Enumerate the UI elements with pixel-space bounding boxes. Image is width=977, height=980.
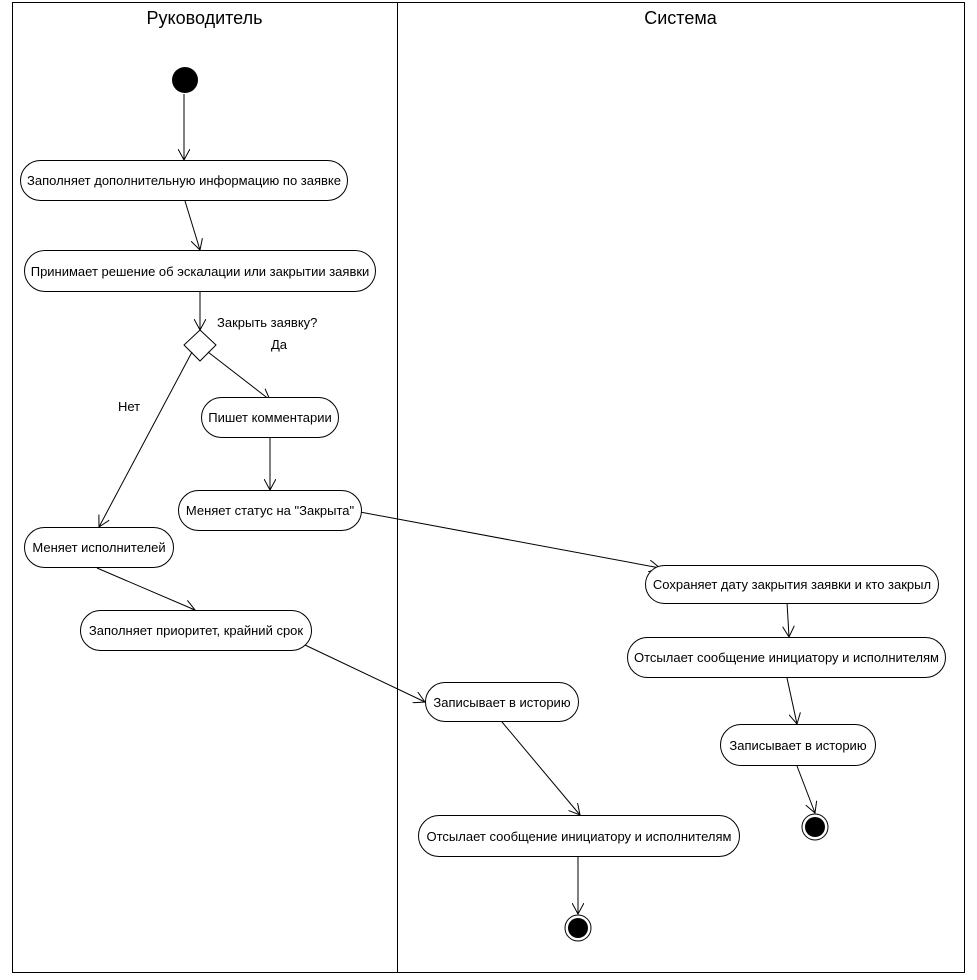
swimlane-manager [12,2,398,973]
lane-title-manager: Руководитель [146,8,263,28]
final-node-left [564,914,592,942]
flow-history-right-to-final [796,765,815,813]
decision-no-label: Нет [118,399,141,414]
activity-decide: Принимает решение об эскалации или закры… [24,250,376,292]
lane-title-system: Система [644,8,717,28]
activity-write-comment: Пишет комментарии [201,397,339,438]
activity-set-status-closed: Меняет статус на "Закрыта" [178,490,362,531]
initial-node [172,67,198,93]
activity-fill-info: Заполняет дополнительную информацию по з… [20,160,348,201]
flow-decision-yes [207,351,270,400]
activity-fill-priority: Заполняет приоритет, крайний срок [80,610,312,651]
final-node-right [801,813,829,841]
flow-fill-info-to-decide [184,200,200,250]
activity-save-close-date: Сохраняет дату закрытия заявки и кто зак… [645,565,939,604]
flow-save-date-to-message-right [787,601,789,637]
flow-executors-to-priority [96,567,195,610]
flow-priority-to-history-mid [304,644,425,702]
activity-send-message-mid: Отсылает сообщение инициатору и исполнит… [418,815,740,857]
activity-log-history-mid: Записывает в историю [425,682,579,722]
swimlane-system [397,2,965,973]
activity-send-message-right: Отсылает сообщение инициатору и исполнит… [627,637,946,678]
activity-change-executors: Меняет исполнителей [24,527,174,568]
decision-question-label: Закрыть заявку? [217,315,318,330]
decision-diamond [183,329,217,362]
decision-yes-label: Да [271,337,288,352]
flow-status-to-save-date [359,511,660,568]
flow-decision-no [99,351,193,527]
flow-message-right-to-history-right [786,677,797,724]
flow-history-mid-to-message-mid [501,721,580,815]
activity-log-history-right: Записывает в историю [720,724,876,766]
